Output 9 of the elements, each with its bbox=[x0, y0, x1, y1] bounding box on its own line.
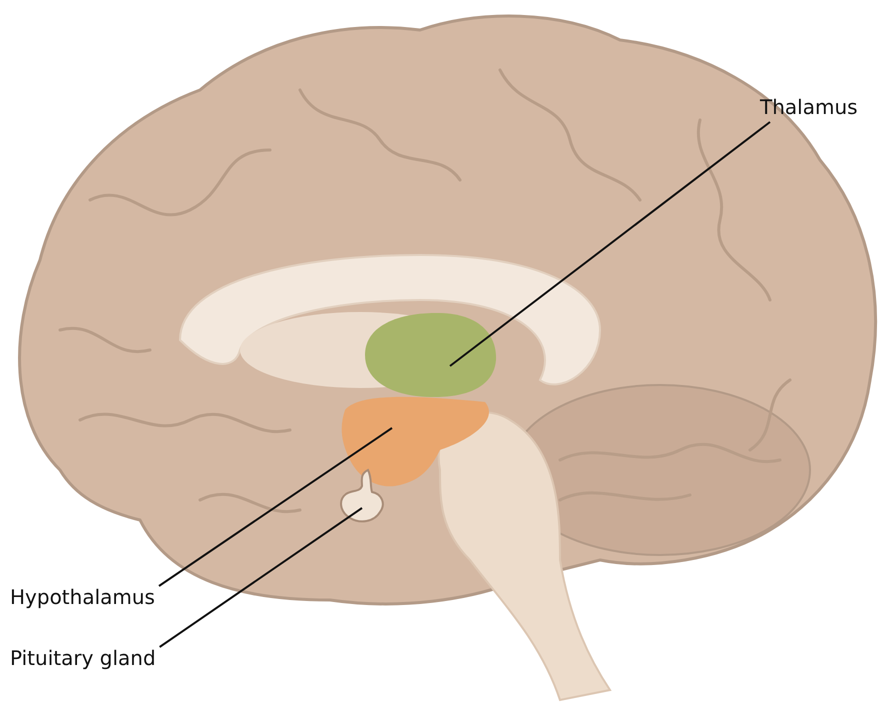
part-label: Hypothalamus bbox=[10, 584, 155, 610]
leader-line bbox=[159, 507, 363, 648]
leader-line bbox=[449, 121, 771, 367]
leader-line bbox=[158, 427, 393, 587]
brain-region bbox=[340, 469, 384, 522]
part-label: Pituitary gland bbox=[10, 645, 156, 671]
brain-region bbox=[342, 397, 489, 486]
brain-region bbox=[365, 313, 496, 397]
part-label: Thalamus bbox=[760, 94, 858, 120]
